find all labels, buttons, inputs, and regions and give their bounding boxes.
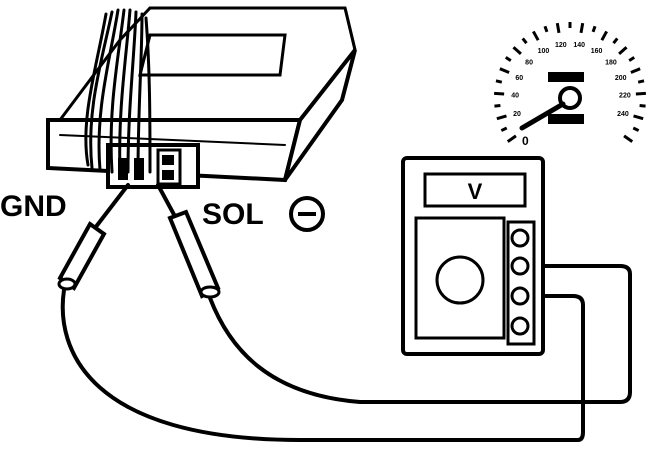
speedometer-tick [504,56,512,62]
speedometer-tick [591,25,597,33]
meter-display [423,172,527,208]
minus-circle-icon [289,196,325,232]
speedometer-tick [633,114,644,121]
meter-mode-label: V [468,179,483,204]
test-leads [60,264,632,442]
speedometer-tick [630,67,641,74]
unit-label-panel [138,33,287,77]
speedometer-tick [555,22,561,34]
speedometer-tick [639,104,646,108]
speedometer-scale-label: 140 [573,42,585,49]
speedometer-ticks [494,22,646,143]
meter-dial [435,255,485,305]
speedometer-needle [519,101,566,131]
speedometer-scale-label: 160 [591,48,603,55]
speedometer-tick [494,104,501,108]
speedometer-tick [635,91,646,96]
speedometer-tick [500,126,508,132]
meter-jack-4 [510,316,530,336]
speedometer-tick [532,30,540,41]
solenoid-label: SOL [202,198,264,231]
wire-harness [84,8,152,174]
speedometer-tick [628,56,636,62]
speedometer-tick [618,46,628,56]
speedometer-tick [623,134,634,143]
speedometer-tick [496,114,507,121]
speedometer-scale-label: 60 [515,75,523,82]
speedometer-tick [579,22,585,34]
ground-label: GND [0,190,67,223]
speedometer-tick [512,46,522,56]
speedometer-scale-label: 100 [538,48,550,55]
meter-jack-3 [510,286,530,306]
speedometer-tick [612,37,619,45]
wire-connector [106,143,200,189]
speedometer-scale-label: 20 [513,111,521,118]
speedometer-scale-label: 80 [525,59,533,66]
ground-probe [57,183,130,291]
speedometer-tick [499,67,510,74]
speedometer-tick [632,126,640,132]
speedometer-scale-label: 200 [615,75,627,82]
speedometer-tick [495,79,503,84]
speedometer-scale-label: 240 [617,111,629,118]
speedometer-tick [600,30,608,41]
speedometer-scale-label: 120 [555,42,567,49]
speedometer-tick [543,25,549,33]
solenoid-probe [156,183,221,299]
speedometer-tick [637,79,645,84]
speedometer-scale-label: 220 [619,93,631,100]
meter-jack-2 [510,256,530,276]
speedometer-tick [506,134,517,143]
odometer-bottom [548,114,584,124]
odometer-top [548,72,584,82]
speedometer-zero-label: 0 [522,134,529,148]
meter-jack-1 [510,228,530,248]
multimeter: V [401,156,545,356]
speedometer-tick [494,91,505,96]
speedometer-tick [521,37,528,45]
speedometer-scale-label: 180 [605,59,617,66]
speedometer-scale-label: 40 [511,93,519,100]
